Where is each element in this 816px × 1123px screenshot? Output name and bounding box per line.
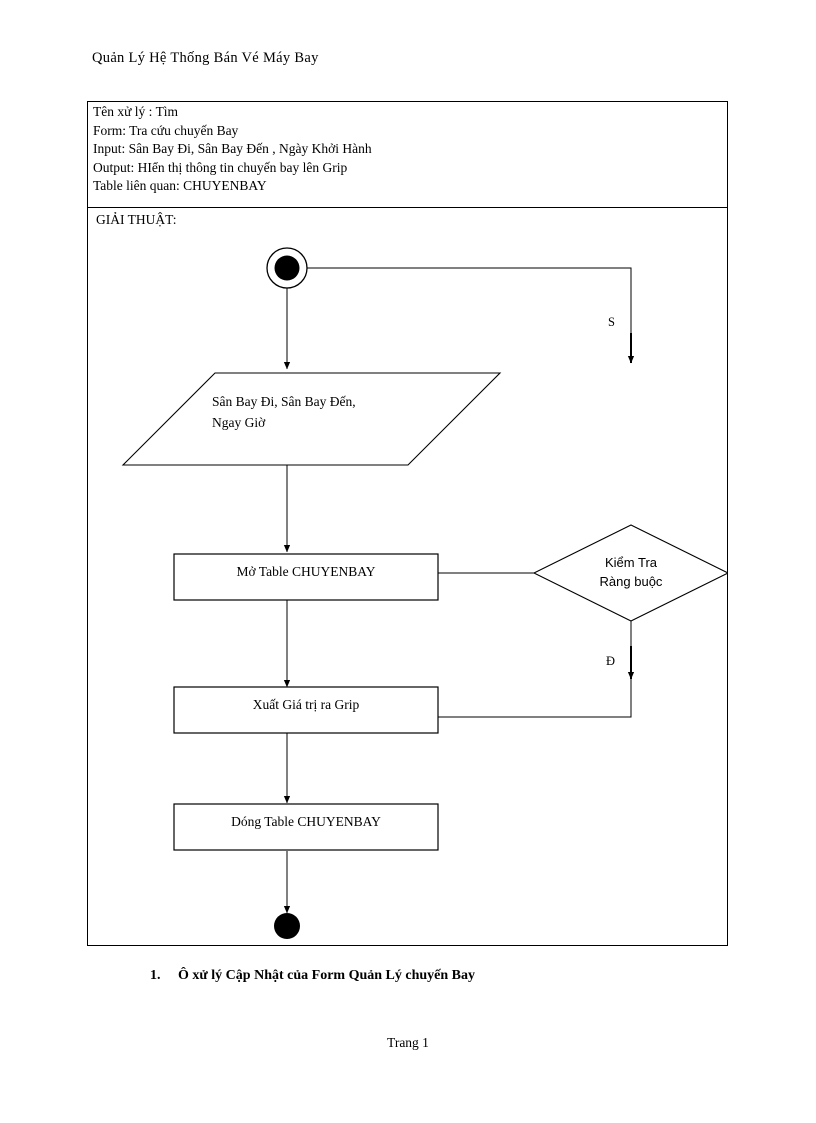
spec-line-form: Form: Tra cứu chuyến Bay bbox=[93, 122, 239, 138]
decision-diamond bbox=[532, 524, 728, 622]
spec-line-output: Output: HIển thị thông tin chuyến bay lê… bbox=[93, 159, 348, 175]
flowchart: Sân Bay Đi, Sân Bay Đến, Ngay Giờ Mở Tab… bbox=[87, 101, 728, 946]
spec-line-input: Input: Sân Bay Đi, Sân Bay Đến , Ngày Kh… bbox=[93, 141, 372, 157]
decision-label: Kiểm Tra Ràng buộc bbox=[599, 555, 663, 589]
io-node-label: Sân Bay Đi, Sân Bay Đến, Ngay Giờ bbox=[212, 394, 356, 430]
process-spec-frame bbox=[87, 101, 728, 946]
process-box-1 bbox=[173, 553, 439, 601]
page-title: Quản Lý Hệ Thống Bán Vé Máy Bay bbox=[92, 50, 319, 66]
branch-label-false: S bbox=[608, 315, 615, 329]
caption-number: 1. bbox=[150, 968, 161, 983]
process-box-3 bbox=[173, 803, 439, 851]
spec-line-name: Tên xử lý : Tìm bbox=[93, 104, 179, 119]
process-box-2 bbox=[173, 686, 439, 734]
frame-divider bbox=[87, 207, 728, 208]
flowchart-shapes bbox=[121, 247, 728, 939]
caption-text: Ô xử lý Cập Nhật của Form Quản Lý chuyến… bbox=[178, 968, 475, 983]
figure-caption: 1. Ô xử lý Cập Nhật của Form Quản Lý chuy… bbox=[150, 968, 475, 984]
process-spec-block: Tên xử lý : Tìm Form: Tra cứu chuyến Bay… bbox=[93, 103, 713, 196]
process-box-2-label: Xuất Giá trị ra Grip bbox=[252, 697, 360, 712]
io-parallelogram bbox=[121, 372, 502, 466]
process-box-3-label: Dóng Table CHUYENBAY bbox=[231, 814, 381, 829]
page-footer: Trang 1 bbox=[387, 1035, 429, 1050]
start-node-dot bbox=[274, 255, 300, 281]
process-box-1-label: Mở Table CHUYENBAY bbox=[236, 564, 376, 579]
algorithm-section-label: GIẢI THUẬT: bbox=[96, 212, 177, 227]
end-node-dot bbox=[274, 913, 300, 939]
branch-label-true: Đ bbox=[606, 654, 616, 668]
spec-line-table: Table liên quan: CHUYENBAY bbox=[93, 178, 267, 194]
